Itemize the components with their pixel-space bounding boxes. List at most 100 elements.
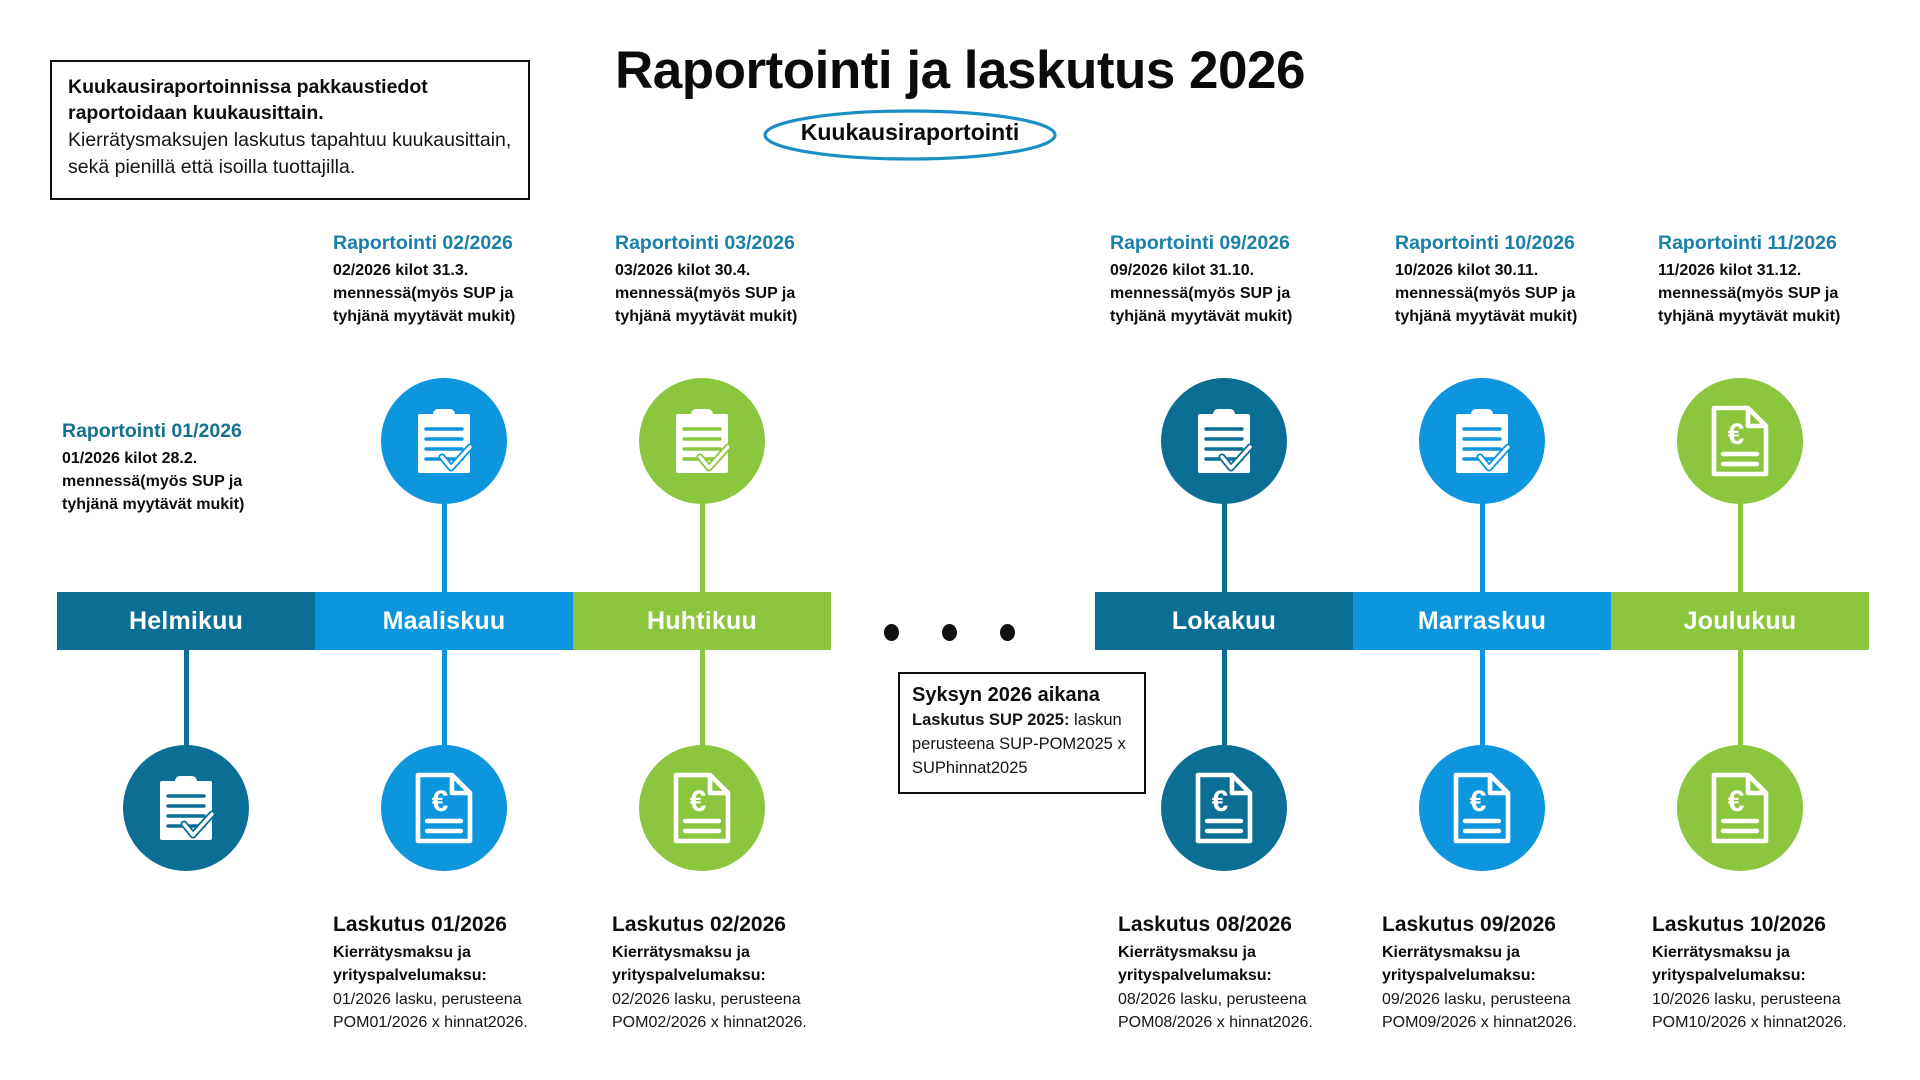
- euro-document-icon: €: [415, 772, 473, 844]
- caption-line: 03/2026 kilot 30.4.: [615, 262, 751, 280]
- note-body-text: Kierrätysmaksujen laskutus tapahtuu kuuk…: [68, 128, 512, 179]
- caption-subtitle: Kierrätysmaksu ja yrityspalvelumaksu:: [333, 944, 487, 984]
- reporting-caption-1: Raportointi 02/2026 02/2026 kilot 31.3. me…: [333, 232, 548, 329]
- timeline-month-maaliskuu[interactable]: Maaliskuu: [315, 592, 573, 650]
- euro-document-icon: €: [673, 772, 731, 844]
- caption-title: Laskutus 10/2026: [1652, 913, 1826, 936]
- timeline-month-joulukuu[interactable]: Joulukuu: [1611, 592, 1869, 650]
- node-stem-huhtikuu-bottom: [699, 648, 705, 751]
- euro-document-icon: €: [1711, 405, 1769, 477]
- euro-document-icon: €: [1195, 772, 1253, 844]
- month-label: Joulukuu: [1683, 606, 1797, 635]
- node-circle-helmikuu-invoicing[interactable]: [123, 745, 249, 871]
- svg-text:€: €: [1470, 785, 1487, 818]
- clipboard-check-icon: [1456, 409, 1512, 473]
- caption-line: 01/2026 kilot 28.2.: [62, 450, 198, 468]
- svg-text:€: €: [1728, 418, 1745, 451]
- node-circle-lokakuu-reporting[interactable]: [1161, 378, 1287, 504]
- reporting-caption-2: Raportointi 03/2026 03/2026 kilot 30.4. me…: [615, 232, 830, 329]
- node-circle-joulukuu-reporting[interactable]: €: [1677, 378, 1803, 504]
- node-stem-marraskuu-bottom: [1479, 648, 1485, 751]
- node-circle-maaliskuu-reporting[interactable]: [381, 378, 507, 504]
- month-label: Huhtikuu: [647, 606, 757, 635]
- svg-text:€: €: [1728, 785, 1745, 818]
- caption-line: mennessä(myös SUP ja: [1110, 285, 1291, 303]
- badge-label: Kuukausiraportointi: [800, 119, 1020, 145]
- caption-subtitle: Kierrätysmaksu ja yrityspalvelumaksu:: [1118, 944, 1272, 984]
- timeline-ellipsis: [884, 624, 1044, 641]
- node-circle-marraskuu-invoicing[interactable]: €: [1419, 745, 1545, 871]
- ellipsis-dot: [884, 624, 899, 641]
- caption-line: 10/2026 kilot 30.11.: [1395, 262, 1539, 280]
- caption-subtitle: Kierrätysmaksu ja yrityspalvelumaksu:: [1382, 944, 1536, 984]
- caption-line: 11/2026 kilot 31.12.: [1658, 262, 1802, 280]
- svg-text:€: €: [690, 785, 707, 818]
- caption-line: mennessä(myös SUP ja: [1658, 285, 1839, 303]
- caption-line: mennessä(myös SUP ja: [62, 473, 243, 491]
- kuukausiraportointi-badge: Kuukausiraportointi: [760, 108, 1060, 162]
- caption-line: tyhjänä myytävät mukit): [333, 307, 516, 325]
- node-stem-maaliskuu-bottom: [441, 648, 447, 751]
- caption-body: 01/2026 lasku, perusteena POM01/2026 x h…: [333, 990, 528, 1031]
- timeline-month-huhtikuu[interactable]: Huhtikuu: [573, 592, 831, 650]
- caption-line: mennessä(myös SUP ja: [615, 285, 796, 303]
- node-stem-marraskuu-top: [1479, 498, 1485, 596]
- euro-document-icon: €: [1711, 772, 1769, 844]
- caption-line: tyhjänä myytävät mukit): [1110, 307, 1293, 325]
- caption-subtitle: Kierrätysmaksu ja yrityspalvelumaksu:: [612, 944, 766, 984]
- month-label: Lokakuu: [1171, 606, 1277, 635]
- note-autumn-title: Syksyn 2026 aikana: [912, 684, 1100, 706]
- note-monthly-reporting: Kuukausiraportoinnissa pakkaustiedot rap…: [50, 60, 530, 200]
- clipboard-check-icon: [676, 409, 732, 473]
- svg-text:€: €: [1212, 785, 1229, 818]
- note-autumn-body: Laskutus SUP 2025: laskun perusteena SUP…: [912, 709, 1132, 781]
- ellipsis-dot: [1000, 624, 1015, 641]
- timeline-month-helmikuu[interactable]: Helmikuu: [57, 592, 315, 650]
- reporting-caption-3: Raportointi 09/2026 09/2026 kilot 31.10. m…: [1110, 232, 1325, 329]
- node-circle-huhtikuu-reporting[interactable]: [639, 378, 765, 504]
- caption-line: mennessä(myös SUP ja: [1395, 285, 1576, 303]
- clipboard-check-icon: [160, 776, 216, 840]
- node-stem-maaliskuu-top: [441, 498, 447, 596]
- caption-title: Laskutus 01/2026: [333, 913, 507, 936]
- node-stem-lokakuu-bottom: [1221, 648, 1227, 751]
- euro-document-icon: €: [1453, 772, 1511, 844]
- caption-title: Raportointi 09/2026: [1110, 232, 1290, 254]
- clipboard-check-icon: [1198, 409, 1254, 473]
- node-circle-maaliskuu-invoicing[interactable]: €: [381, 745, 507, 871]
- ellipse-outline-icon: [763, 109, 1057, 161]
- node-circle-joulukuu-invoicing[interactable]: €: [1677, 745, 1803, 871]
- ellipsis-dot: [942, 624, 957, 641]
- reporting-caption-0: Raportointi 01/2026 01/2026 kilot 28.2. me…: [62, 420, 277, 517]
- timeline-month-lokakuu[interactable]: Lokakuu: [1095, 592, 1353, 650]
- node-stem-helmikuu-bottom: [183, 648, 189, 751]
- caption-title: Raportointi 02/2026: [333, 232, 513, 254]
- caption-line: 09/2026 kilot 31.10.: [1110, 262, 1255, 280]
- caption-line: mennessä(myös SUP ja: [333, 285, 514, 303]
- timeline-month-marraskuu[interactable]: Marraskuu: [1353, 592, 1611, 650]
- caption-title: Laskutus 09/2026: [1382, 913, 1556, 936]
- svg-text:€: €: [432, 785, 449, 818]
- node-circle-huhtikuu-invoicing[interactable]: €: [639, 745, 765, 871]
- note-autumn-label: Laskutus SUP 2025:: [912, 711, 1070, 729]
- clipboard-check-icon: [418, 409, 474, 473]
- caption-line: 02/2026 kilot 31.3.: [333, 262, 469, 280]
- caption-body: 08/2026 lasku, perusteena POM08/2026 x h…: [1118, 990, 1313, 1031]
- caption-title: Raportointi 03/2026: [615, 232, 795, 254]
- caption-body: 10/2026 lasku, perusteena POM10/2026 x h…: [1652, 990, 1847, 1031]
- note-autumn-2026: Syksyn 2026 aikana Laskutus SUP 2025: la…: [898, 672, 1146, 794]
- caption-title: Laskutus 02/2026: [612, 913, 786, 936]
- node-circle-lokakuu-invoicing[interactable]: €: [1161, 745, 1287, 871]
- node-circle-marraskuu-reporting[interactable]: [1419, 378, 1545, 504]
- caption-line: tyhjänä myytävät mukit): [1395, 307, 1578, 325]
- caption-title: Raportointi 01/2026: [62, 420, 242, 442]
- month-label: Marraskuu: [1417, 606, 1547, 635]
